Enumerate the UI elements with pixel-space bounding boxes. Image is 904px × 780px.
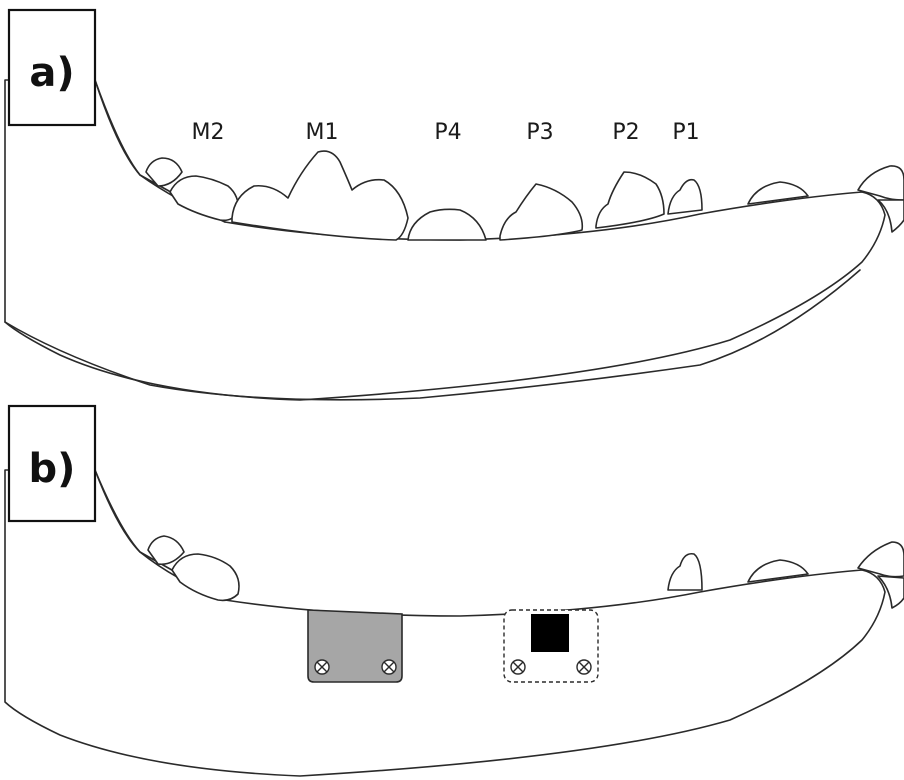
screw-icon — [576, 659, 592, 675]
tooth-p2-a — [595, 171, 665, 229]
tooth-m2-a — [145, 157, 183, 187]
canine-a — [877, 199, 904, 233]
canine-b — [877, 575, 904, 609]
panel-b: b) — [4, 404, 904, 777]
lower-rim-a — [4, 269, 861, 401]
screw-icon — [510, 659, 526, 675]
tooth-p1-b — [667, 552, 703, 591]
tooth-label-m1: M1 — [306, 120, 339, 145]
tooth-m2b-a — [169, 175, 240, 222]
tooth-bump-a — [747, 181, 809, 205]
panel-a: a) M2 M1 P4 P3 P2 P1 — [4, 8, 904, 401]
tooth-p3-a — [499, 183, 584, 241]
screw-icon — [381, 659, 397, 675]
tooth-label-p4: P4 — [434, 120, 461, 145]
implant-plate — [307, 609, 403, 683]
panel-a-label-box — [7, 8, 97, 127]
panel-a-label: a) — [29, 50, 74, 96]
tooth-label-p3: P3 — [526, 120, 553, 145]
panel-b-label-box — [7, 404, 97, 523]
panel-b-label: b) — [29, 446, 76, 492]
implant-block — [531, 614, 569, 652]
screw-icon — [314, 659, 330, 675]
tooth-label-p2: P2 — [612, 120, 639, 145]
tooth-label-p1: P1 — [672, 120, 699, 145]
tooth-label-m2: M2 — [192, 120, 225, 145]
tooth-p1-a — [667, 178, 703, 215]
tooth-bump-b — [747, 559, 809, 583]
mandible-body-b — [4, 469, 886, 777]
tooth-m2-b — [147, 535, 185, 566]
incisor-a — [857, 165, 904, 201]
tooth-m2b-b — [171, 553, 240, 602]
tooth-m1-a — [231, 150, 409, 241]
tooth-p4-a — [407, 208, 487, 241]
